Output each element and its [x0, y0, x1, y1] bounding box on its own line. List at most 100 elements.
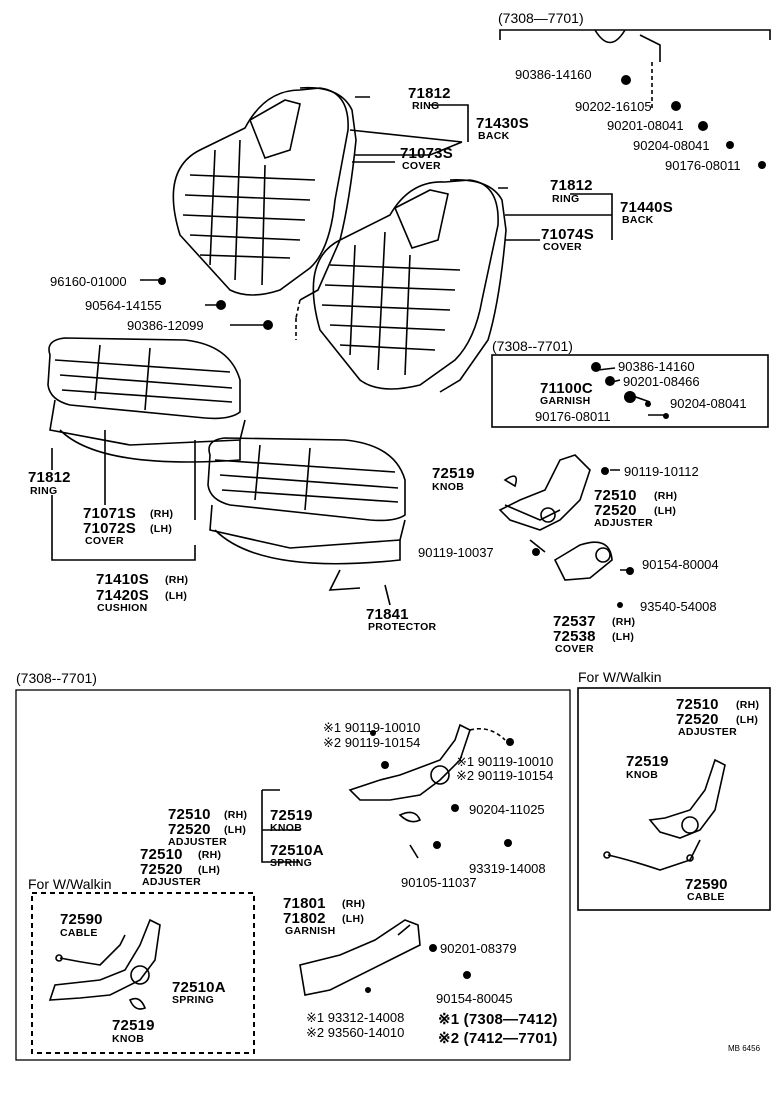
- rh-label: (RH): [736, 699, 760, 711]
- part-number: 90204-08041: [670, 396, 747, 411]
- garnish-part-number-lh: 71802: [283, 910, 326, 927]
- part-number: 90154-80004: [642, 557, 719, 572]
- seat-back-right-illustration: [312, 179, 507, 393]
- knob-part-number: 72519: [626, 753, 669, 770]
- part-number: 90119-10037: [418, 545, 494, 560]
- knob-label: KNOB: [270, 822, 303, 834]
- part-number: 90154-80045: [436, 991, 513, 1006]
- part-number: ※2 93560-14010: [306, 1025, 405, 1040]
- part-number: ※1 90119-10010: [456, 754, 554, 769]
- ring-label: RING: [412, 100, 440, 112]
- part-number: 90119-10112: [624, 464, 699, 479]
- lh-label: (LH): [654, 505, 677, 517]
- range-label-garnish: (7308--7701): [492, 338, 573, 354]
- cover-part-number-rh: 71071S: [83, 505, 136, 522]
- part-number: 90204-11025: [469, 802, 545, 817]
- adjuster-part-number-rh: 72510: [140, 846, 183, 863]
- lh-label: (LH): [736, 714, 759, 726]
- part-number: 90202-16105: [575, 99, 652, 114]
- adjuster-label: ADJUSTER: [142, 876, 201, 888]
- lh-label: (LH): [165, 590, 188, 602]
- rh-label: (RH): [165, 574, 189, 586]
- knob-label: KNOB: [432, 481, 465, 493]
- spring-label: SPRING: [172, 994, 215, 1006]
- cover-part-number: 71074S: [541, 226, 594, 243]
- walkin-title-right: For W/Walkin: [578, 669, 662, 685]
- range-label-top: (7308—7701): [498, 10, 584, 26]
- cover-part-number-rh: 72537: [553, 613, 596, 630]
- adjuster-label: ADJUSTER: [678, 726, 737, 738]
- rh-label: (RH): [654, 490, 678, 502]
- lh-label: (LH): [612, 631, 635, 643]
- garnish-part-number-rh: 71801: [283, 895, 326, 912]
- cable-part-number: 72590: [685, 876, 728, 893]
- walkin-title-bottom: For W/Walkin: [28, 876, 112, 892]
- seat-cushion-left-illustration: [47, 337, 246, 463]
- diagram-code: MB 6456: [728, 1044, 761, 1053]
- note-2: ※2 (7412—7701): [438, 1030, 558, 1047]
- part-number: ※2 90119-10154: [456, 768, 554, 783]
- adjuster-part-number-rh: 72510: [676, 696, 719, 713]
- adjuster-part-number-lh: 72520: [140, 861, 183, 878]
- part-number: 90386-14160: [618, 359, 695, 374]
- part-number: 90564-14155: [85, 298, 162, 313]
- seat-cushion-right-illustration: [207, 437, 406, 591]
- adjuster-part-number-lh: 72520: [168, 821, 211, 838]
- back-label: BACK: [478, 130, 510, 142]
- adjuster-label: ADJUSTER: [594, 517, 653, 529]
- back-part-number: 71440S: [620, 199, 673, 216]
- lh-label: (LH): [342, 913, 365, 925]
- garnish-label: GARNISH: [285, 925, 336, 937]
- rh-label: (RH): [150, 508, 174, 520]
- part-number: 90201-08379: [440, 941, 517, 956]
- range-label-bottom: (7308--7701): [16, 670, 97, 686]
- adjuster-label: ADJUSTER: [168, 836, 227, 848]
- cover-label: COVER: [543, 241, 582, 253]
- part-number: 90386-14160: [515, 67, 592, 82]
- seat-back-left-illustration: [172, 86, 357, 340]
- spring-part-number: 72510A: [172, 979, 226, 996]
- spring-label: SPRING: [270, 857, 313, 869]
- spring-part-number: 72510A: [270, 842, 324, 859]
- rh-label: (RH): [224, 809, 248, 821]
- knob-part-number: 72519: [270, 807, 313, 824]
- protector-label: PROTECTOR: [368, 621, 437, 633]
- part-number: 90176-08011: [665, 158, 741, 173]
- part-number: 96160-01000: [50, 274, 127, 289]
- note-1: ※1 (7308—7412): [438, 1011, 558, 1028]
- cover-part-number: 71073S: [400, 145, 453, 162]
- ring-label: RING: [552, 193, 580, 205]
- part-number: 90176-08011: [535, 409, 611, 424]
- part-number: 90105-11037: [401, 875, 477, 890]
- cover-part-number-lh: 72538: [553, 628, 596, 645]
- knob-part-number: 72519: [112, 1017, 155, 1034]
- knob-label: KNOB: [112, 1033, 145, 1045]
- lh-label: (LH): [224, 824, 247, 836]
- ring-part-number: 71812: [408, 85, 451, 102]
- rh-label: (RH): [342, 898, 366, 910]
- cover-label: COVER: [555, 643, 594, 655]
- rh-label: (RH): [612, 616, 636, 628]
- part-number: 93540-54008: [640, 599, 717, 614]
- adjuster-part-number-lh: 72520: [594, 502, 637, 519]
- garnish-part-number: 71100C: [540, 380, 593, 397]
- knob-part-number: 72519: [432, 465, 475, 482]
- ring-label: RING: [30, 485, 58, 497]
- lh-label: (LH): [150, 523, 173, 535]
- cover-label: COVER: [85, 535, 124, 547]
- protector-part-number: 71841: [366, 606, 409, 623]
- cable-part-number: 72590: [60, 911, 103, 928]
- cover-part-number-lh: 71072S: [83, 520, 136, 537]
- part-number: 90204-08041: [633, 138, 710, 153]
- cushion-part-number-rh: 71410S: [96, 571, 149, 588]
- lh-label: (LH): [198, 864, 221, 876]
- bottom-garnish-illustration: [299, 919, 421, 996]
- adjuster-part-number-rh: 72510: [594, 487, 637, 504]
- knob-label: KNOB: [626, 769, 659, 781]
- bottom-adjuster-illustration: [348, 723, 506, 859]
- cover-label: COVER: [402, 160, 441, 172]
- adjuster-part-number-lh: 72520: [676, 711, 719, 728]
- part-number: ※1 90119-10010: [323, 720, 421, 735]
